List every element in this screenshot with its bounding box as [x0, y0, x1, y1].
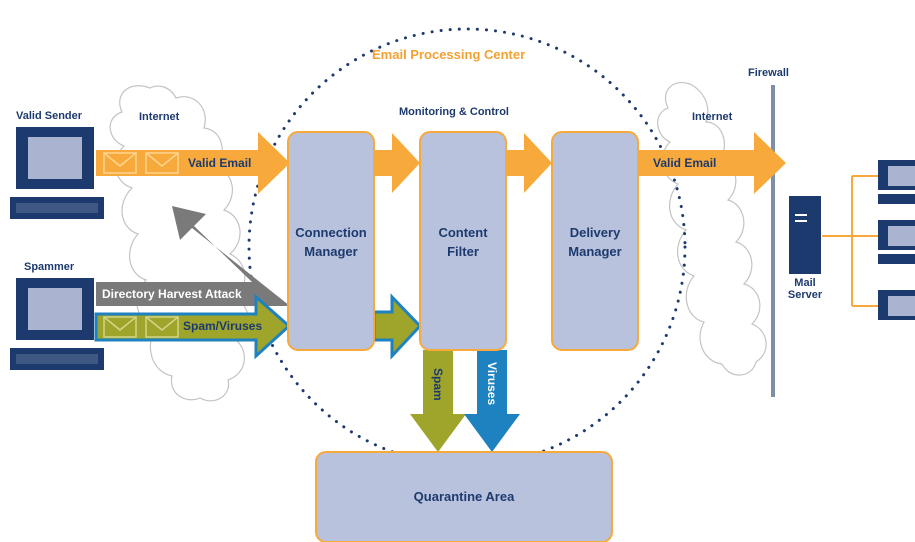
viruses-down-label: Viruses — [485, 362, 499, 406]
connection-to-filter-arrow — [374, 133, 420, 193]
client-computer-icon — [878, 220, 915, 264]
connection-manager-box — [287, 131, 375, 351]
client-computer-icon — [878, 160, 915, 204]
delivery-manager-box — [551, 131, 639, 351]
quarantine-area-label: Quarantine Area — [413, 489, 515, 505]
spam-to-filter-arrow — [372, 293, 423, 360]
content-filter-box — [419, 131, 507, 351]
connection-manager-line2: Manager — [304, 244, 358, 259]
spammer-computer-icon — [10, 278, 104, 370]
mail-server-label: Mail Server — [783, 276, 827, 304]
valid-sender-label: Valid Sender — [16, 110, 83, 122]
connection-manager-line1: Connection — [295, 224, 367, 240]
delivery-manager-line2: Manager — [568, 244, 622, 259]
internet-label-right: Internet — [692, 111, 733, 123]
mail-server-line2: Server — [787, 289, 823, 301]
delivery-manager-label: Delivery Manager — [552, 222, 638, 262]
valid-email-in-arrow — [96, 132, 290, 194]
spam-down-label: Spam — [431, 368, 445, 401]
filter-to-delivery-arrow — [506, 133, 552, 193]
firewall-label: Firewall — [748, 67, 789, 79]
mail-server-icon — [789, 196, 821, 274]
content-filter-label: Content Filter — [420, 222, 506, 262]
valid-email-out-label: Valid Email — [653, 156, 717, 170]
monitoring-label: Monitoring & Control — [399, 106, 509, 118]
content-filter-line1: Content — [438, 224, 488, 240]
directory-harvest-label: Directory Harvest Attack — [102, 287, 242, 301]
diagram-title: Email Processing Center — [372, 47, 526, 62]
client-computer-icon — [878, 290, 915, 320]
quarantine-area-box — [315, 451, 613, 542]
connection-manager-label: Connection Manager — [288, 222, 374, 262]
firewall-line — [771, 85, 775, 397]
spam-viruses-in-arrow — [94, 293, 292, 360]
delivery-manager-line1: Delivery — [569, 224, 621, 240]
spam-down-arrow — [410, 350, 466, 452]
network-lines — [822, 175, 878, 307]
valid-email-in-label: Valid Email — [188, 156, 252, 170]
internet-label-left: Internet — [139, 111, 180, 123]
spam-viruses-label: Spam/Viruses — [183, 319, 263, 333]
internet-cloud-right — [657, 82, 767, 376]
content-filter-line2: Filter — [447, 244, 479, 259]
viruses-down-arrow — [464, 350, 520, 452]
directory-harvest-attack-arrow — [96, 206, 290, 306]
valid-email-out-arrow — [638, 132, 786, 194]
internet-cloud-left — [109, 85, 250, 402]
spammer-label: Spammer — [24, 261, 75, 273]
valid-sender-computer-icon — [10, 127, 104, 219]
processing-center-boundary — [247, 27, 687, 467]
mail-server-line1: Mail — [794, 277, 816, 290]
